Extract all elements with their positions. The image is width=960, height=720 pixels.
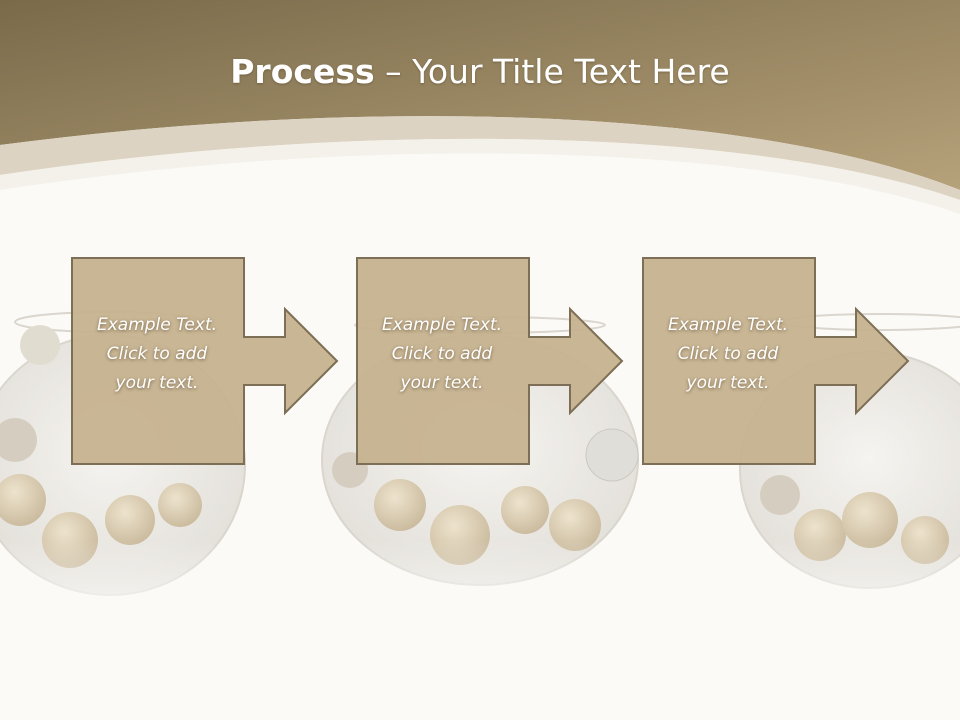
step-line: Click to add (391, 344, 493, 364)
step-arrow-shape (642, 257, 910, 465)
header-band (0, 0, 960, 190)
step-text-1[interactable]: Example Text. Click to add your text. (71, 311, 243, 398)
step-line: Example Text. (96, 315, 218, 335)
header-curve (0, 116, 960, 200)
step-line: Click to add (677, 344, 779, 364)
title-text: Your Title Text Here (412, 52, 730, 91)
slide-title[interactable]: Process – Your Title Text Here (0, 52, 960, 91)
process-step-3[interactable]: Example Text. Click to add your text. (642, 257, 960, 467)
title-separator: – (374, 52, 413, 91)
step-line: your text. (686, 373, 770, 393)
process-step-2[interactable]: Example Text. Click to add your text. (356, 257, 686, 467)
step-text-3[interactable]: Example Text. Click to add your text. (642, 311, 814, 398)
step-line: your text. (400, 373, 484, 393)
step-line: Example Text. (667, 315, 789, 335)
step-line: Click to add (106, 344, 208, 364)
step-text-2[interactable]: Example Text. Click to add your text. (356, 311, 528, 398)
step-arrow-shape (71, 257, 339, 465)
step-arrow-shape (356, 257, 624, 465)
title-bold: Process (230, 52, 375, 91)
process-step-1[interactable]: Example Text. Click to add your text. (71, 257, 401, 467)
step-line: your text. (115, 373, 199, 393)
step-line: Example Text. (381, 315, 503, 335)
